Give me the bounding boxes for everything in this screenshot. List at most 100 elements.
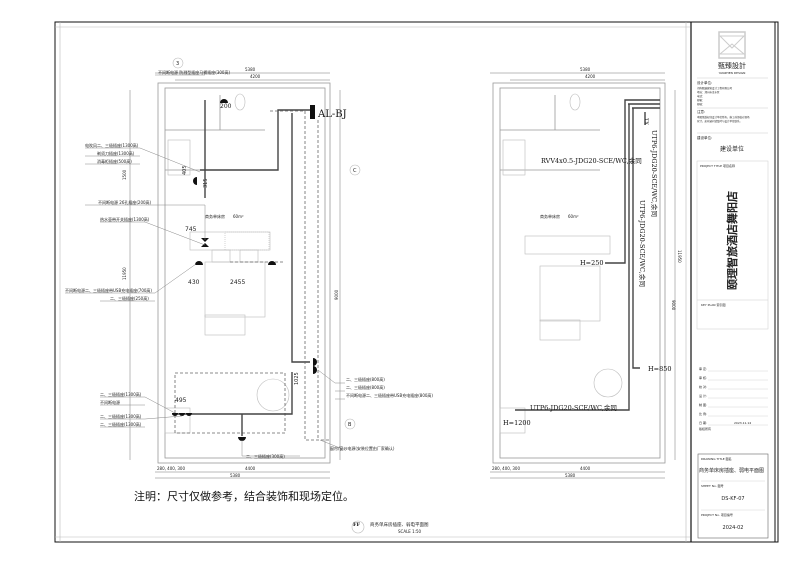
dim-430: 430 [188, 279, 200, 286]
dim-315: 315 [203, 178, 209, 188]
client-label: 建设单位: [697, 135, 712, 140]
dim-left-1500: 1500 [122, 169, 127, 180]
annotation: 不间断电源二、三极插座带USB充电插座(700高) [65, 287, 152, 293]
company-logo-icon [718, 31, 746, 59]
dim-right-9000: 9000 [334, 289, 339, 300]
drawing-title-label: DRAWING TITLE 图名 [701, 456, 732, 461]
dim-200: 200 [220, 103, 232, 110]
dim-bottom-inner: 4400 [580, 466, 591, 471]
logo-text-cn: 甄臻設計 [718, 61, 746, 70]
dim-left-11950: 11950 [122, 267, 127, 280]
key-plan-label: KEY PLAN 索引图 [701, 302, 725, 307]
dim-top-inner: 4200 [250, 74, 261, 79]
general-note: 注明：尺寸仅做参考，结合装饰和现场定位。 [134, 489, 354, 503]
annotation: 热水壶带开关插座(1300高) [100, 216, 150, 222]
caption-title: 商务单床房插座、弱电平面图 [370, 521, 429, 528]
annotation: 二、三极插座(800高) [346, 384, 385, 390]
dim-bottom-small: 280, 400, 300 [157, 466, 185, 471]
dim-bottom-total: 5380 [230, 473, 241, 478]
dim-1025: 1025 [294, 372, 300, 385]
sign-rows: 审 定: 审 核: 校 对: 设 计: 制 图: 比 例: 日 期: 2023.… [699, 366, 768, 426]
height-label: H=1200 [503, 419, 531, 427]
design-unit-line: 邮编： [697, 102, 705, 106]
project-no-label: PROJECT No. 项目编号 [701, 512, 733, 517]
dim-bottom-inner: 4400 [245, 466, 256, 471]
date-value: 2023.11.14 [734, 421, 751, 425]
sign-row: 校 对: [699, 384, 707, 389]
annotation: 二、三极插座(1300高) [100, 421, 142, 427]
sheet-border [54, 21, 779, 543]
annotation: 二、三极插座(250高) [110, 295, 149, 301]
frame-ticks [55, 22, 690, 542]
sign-row: 审 核: [699, 375, 707, 380]
annotation: 电吹风二、三极插座(1300高) [85, 142, 139, 148]
annotation: 剃须刀插座(1300高) [97, 150, 135, 156]
sign-row: 制 图: [699, 402, 707, 407]
notes-line: 尺寸，如有疑问请及时与设计单位联系。 [697, 119, 742, 123]
sign-row: 设 计: [699, 393, 707, 398]
cable-label: UTP6-JDG20-SCE/WC,余同 [530, 403, 617, 412]
room-label: 商务单床房 [205, 213, 225, 219]
sign-row: 审 定: [699, 366, 707, 371]
caption-bubble [351, 520, 365, 534]
cable-label: UTP6-JDG20-SCE/WC,余同 [650, 130, 659, 217]
dim-top-total: 5380 [245, 67, 256, 72]
sign-row: 比 例: [699, 411, 707, 416]
outlet-symbols [172, 99, 317, 441]
dim-right-11950: 11950 [677, 250, 682, 263]
sheet-no: DS-KF-07 [721, 496, 744, 502]
axis-bubble [172, 57, 184, 69]
design-unit-line: 地址：郑州市金水区 [697, 90, 720, 94]
room-label: 商务单床房 [540, 213, 560, 219]
annotation: 不间断电源 防溅型插座马桶插座(300高) [158, 69, 230, 75]
dim-405: 405 [182, 165, 188, 175]
room-area: 60m² [568, 214, 579, 219]
cable-label: UTP6-JDG20-SCE/WC,余同 [638, 200, 647, 287]
client-value: 建设单位 [720, 145, 744, 153]
annotation: 不间断电源二、三极插座带USB充电插座(800高) [346, 392, 433, 398]
dim-745: 745 [185, 226, 197, 233]
dim-right-9000: 9000 [671, 300, 676, 311]
annotation: 二、三极插座(300高) [246, 453, 285, 459]
drawing-title: 商务单床房插座、弱电平面图 [699, 467, 764, 474]
design-unit-label: 设计单位: [697, 80, 712, 85]
caption-code: FF [353, 522, 361, 528]
height-label: H=850 [648, 365, 672, 373]
logo-text-en: YANZHEN DESIGN [719, 71, 746, 75]
left-plan: 5380 4200 3 商务单床房 60m² [65, 57, 433, 479]
annotation: 二、三极插座(1300高) [100, 413, 142, 419]
panel-label: AL-BJ [317, 109, 347, 120]
project-no: 2024-02 [723, 525, 744, 531]
project-title-label: PROJECT TITLE 项目名称 [700, 163, 735, 168]
room-area: 60m² [233, 214, 244, 219]
tx-tag: TX [643, 118, 649, 125]
sheet-no-label: SHEET No. 图号 [701, 483, 724, 488]
annotation: 二、三极插座(1300高) [100, 391, 142, 397]
dim-top-total: 5380 [580, 67, 591, 72]
title-block: 甄臻設計 YANZHEN DESIGN 设计单位: 河南甄臻建筑设计工程有限公司… [696, 31, 769, 539]
annotation: 不间断电源 26孔插座(200高) [98, 199, 152, 205]
notes-line: 本图纸版权归设计单位所有，施工前须核对现场 [697, 115, 750, 119]
design-unit-line: 河南甄臻建筑设计工程有限公司 [697, 86, 733, 90]
caption-scale: SCALE 1:50 [398, 529, 422, 534]
dim-top-inner: 4200 [585, 74, 596, 79]
axis-label-b: B [348, 422, 352, 428]
dim-495: 495 [175, 397, 187, 404]
annotation: 窗帘/窗纱电源(安装位置由厂家确认) [330, 445, 395, 451]
dim-2455: 2455 [230, 279, 245, 286]
dim-bottom-total: 5380 [565, 473, 576, 478]
notes-label: 注意: [697, 109, 705, 114]
axis-label-c: C [353, 168, 357, 174]
copyright-label: 版权所有 [699, 426, 711, 431]
sign-row: 日 期: [699, 420, 707, 425]
dim-bottom-small: 280, 400, 300 [492, 466, 520, 471]
design-unit-line: 邮箱： [697, 98, 705, 102]
axis-label: 3 [176, 61, 179, 67]
annotation: 消毒柜插座(500高) [97, 158, 132, 164]
distribution-panel-icon [310, 105, 315, 119]
right-plan: 5380 4200 商务单床房 60m² RVV4x0.5-JDG20-SCE/… [490, 67, 682, 479]
project-name: 颐理智旅酒店舞阳店 [725, 191, 739, 290]
height-label: H=250 [580, 259, 604, 267]
annotation: 不间断电源 [100, 399, 120, 405]
